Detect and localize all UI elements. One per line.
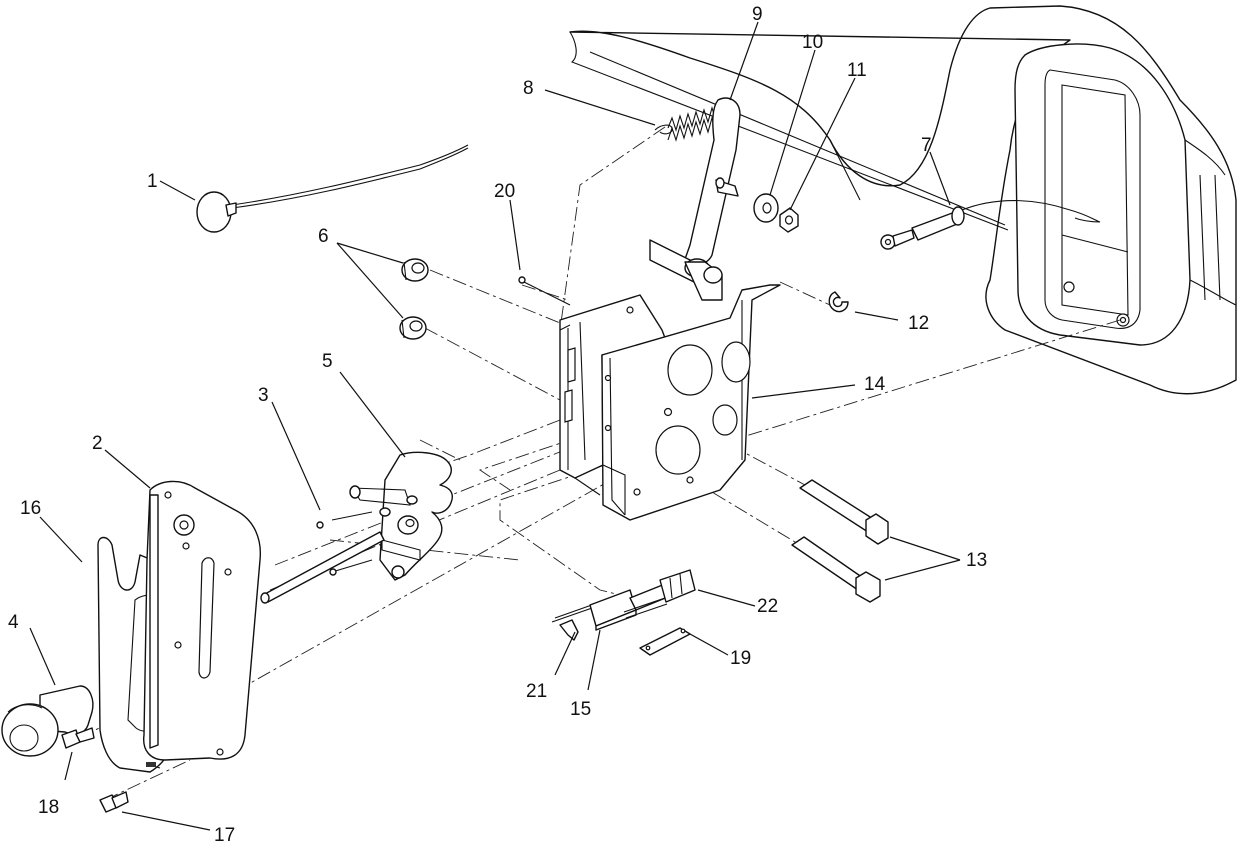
callout-12: 12 bbox=[908, 313, 929, 334]
callout-3: 3 bbox=[258, 385, 269, 406]
shift-knob bbox=[1, 685, 94, 757]
mounting-plate bbox=[143, 480, 262, 769]
callout-10: 10 bbox=[802, 32, 823, 53]
throttle-cable-end bbox=[880, 199, 1101, 250]
control-bracket bbox=[559, 284, 781, 521]
callout-19: 19 bbox=[730, 648, 751, 669]
callout-18: 18 bbox=[38, 797, 59, 818]
seat-fender-body bbox=[569, 5, 1237, 395]
e-clip bbox=[828, 291, 849, 313]
clevis-pin bbox=[518, 276, 571, 306]
callout-20: 20 bbox=[494, 181, 515, 202]
callout-1: 1 bbox=[147, 171, 158, 192]
callout-14: 14 bbox=[864, 374, 886, 395]
bushings bbox=[399, 258, 429, 340]
shift-quadrant bbox=[260, 451, 453, 604]
callout-15: 15 bbox=[570, 699, 591, 720]
hex-bolts bbox=[791, 479, 889, 603]
callout-4: 4 bbox=[8, 612, 19, 633]
callout-6: 6 bbox=[318, 226, 329, 247]
callout-8: 8 bbox=[523, 78, 534, 99]
callout-21: 21 bbox=[526, 681, 547, 702]
alignment-lines bbox=[79, 126, 1121, 801]
callout-9: 9 bbox=[752, 4, 763, 25]
spring-and-lever bbox=[649, 97, 741, 301]
callout-13: 13 bbox=[966, 550, 987, 571]
callout-16: 16 bbox=[20, 498, 41, 519]
callout-17: 17 bbox=[214, 825, 235, 846]
callout-22: 22 bbox=[757, 596, 778, 617]
callout-labels: 1 2 3 4 5 6 7 8 9 10 11 12 13 14 15 16 1… bbox=[8, 4, 987, 846]
callout-2: 2 bbox=[92, 433, 103, 454]
callout-5: 5 bbox=[322, 351, 333, 372]
choke-knob-cable bbox=[196, 144, 469, 233]
washer-and-nut bbox=[753, 193, 799, 233]
callout-11: 11 bbox=[847, 60, 867, 81]
leader-lines bbox=[29, 21, 961, 831]
callout-7: 7 bbox=[921, 135, 932, 156]
interlock-switch bbox=[551, 569, 696, 656]
flange-bolts bbox=[61, 727, 129, 813]
